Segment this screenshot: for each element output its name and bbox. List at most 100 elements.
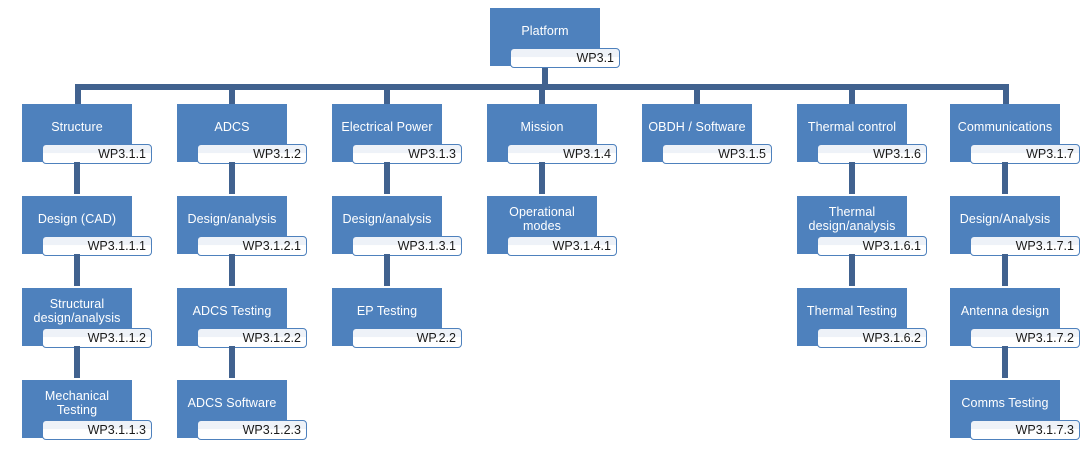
connector-drop-electrical-power [539, 84, 545, 106]
node-code-chip: WP3.1.2.3 [197, 420, 307, 440]
node-title: Antenna design [960, 304, 1050, 318]
node-code-chip: WP3.1.2 [197, 144, 307, 164]
wbs-node-adcs[interactable]: ADCS WP3.1.2 [177, 104, 307, 170]
node-code-chip: WP3.1.4.1 [507, 236, 617, 256]
node-code-chip: WP.2.2 [352, 328, 462, 348]
wbs-node-thermal-testing[interactable]: Thermal Testing WP3.1.6.2 [797, 288, 927, 354]
node-code-chip: WP3.1.6.2 [817, 328, 927, 348]
node-code-chip: WP3.1.7.1 [970, 236, 1080, 256]
node-title: Electrical Power [341, 120, 433, 134]
wbs-node-electrical-power[interactable]: Electrical Power WP3.1.3 [332, 104, 462, 170]
node-code-chip: WP3.1.2.2 [197, 328, 307, 348]
node-code-text: WP3.1.2.2 [242, 331, 301, 345]
node-code-chip: WP3.1.3 [352, 144, 462, 164]
wbs-node-design-cad[interactable]: Design (CAD) WP3.1.1.1 [22, 196, 152, 262]
node-code-text: WP3.1.3 [408, 147, 456, 161]
node-title: Operational modes [509, 205, 575, 233]
node-title: Design/analysis [187, 212, 277, 226]
connector-comms-3 [1002, 346, 1008, 378]
connector-structure-2 [74, 254, 80, 286]
node-title: ADCS Testing [192, 304, 272, 318]
connector-thermal-2 [849, 254, 855, 286]
node-code-text: WP3.1.5 [718, 147, 766, 161]
wbs-node-ep-testing[interactable]: EP Testing WP.2.2 [332, 288, 462, 354]
wbs-node-thermal-control[interactable]: Thermal control WP3.1.6 [797, 104, 927, 170]
node-code-text: WP3.1.1.2 [87, 331, 146, 345]
node-title: ADCS [214, 120, 250, 134]
wbs-node-ep-design-analysis[interactable]: Design/analysis WP3.1.3.1 [332, 196, 462, 262]
wbs-node-platform[interactable]: Platform WP3.1 [490, 8, 620, 74]
node-code-chip: WP3.1.4 [507, 144, 617, 164]
node-title: ADCS Software [187, 396, 277, 410]
node-code-text: WP3.1.2.1 [242, 239, 301, 253]
wbs-node-communications[interactable]: Communications WP3.1.7 [950, 104, 1080, 170]
wbs-node-adcs-software[interactable]: ADCS Software WP3.1.2.3 [177, 380, 307, 446]
connector-adcs-1 [229, 162, 235, 194]
connector-drop-adcs [384, 84, 390, 106]
node-title: Communications [957, 120, 1053, 134]
wbs-node-adcs-design-analysis[interactable]: Design/analysis WP3.1.2.1 [177, 196, 307, 262]
connector-comms-1 [1002, 162, 1008, 194]
node-title: Platform [521, 24, 569, 38]
node-code-chip: WP3.1.6 [817, 144, 927, 164]
node-code-chip: WP3.1.1.3 [42, 420, 152, 440]
wbs-node-structure[interactable]: Structure WP3.1.1 [22, 104, 152, 170]
node-code-chip: WP3.1.1.2 [42, 328, 152, 348]
connector-drop-mission [694, 84, 700, 106]
wbs-node-mechanical-testing[interactable]: Mechanical Testing WP3.1.1.3 [22, 380, 152, 446]
node-body: EP Testing [332, 288, 442, 346]
wbs-node-obdh-software[interactable]: OBDH / Software WP3.1.5 [642, 104, 772, 170]
node-code-text: WP3.1.7.2 [1015, 331, 1074, 345]
node-code-chip: WP3.1.7.2 [970, 328, 1080, 348]
node-title: Mission [520, 120, 564, 134]
node-title: Thermal design/analysis [808, 205, 896, 233]
node-title: Design/Analysis [959, 212, 1051, 226]
connector-ep-1 [384, 162, 390, 194]
wbs-node-comms-design-analysis[interactable]: Design/Analysis WP3.1.7.1 [950, 196, 1080, 262]
node-title: Mechanical Testing [44, 389, 110, 417]
node-code-text: WP3.1.1.1 [87, 239, 146, 253]
node-code-chip: WP3.1.2.1 [197, 236, 307, 256]
node-code-text: WP3.1.6.2 [862, 331, 921, 345]
node-title: Thermal Testing [806, 304, 898, 318]
node-code-chip: WP3.1 [510, 48, 620, 68]
node-title: Design (CAD) [37, 212, 117, 226]
node-code-text: WP3.1 [576, 51, 614, 65]
wbs-node-mission[interactable]: Mission WP3.1.4 [487, 104, 617, 170]
node-title: Comms Testing [961, 396, 1049, 410]
node-code-chip: WP3.1.5 [662, 144, 772, 164]
node-code-text: WP.2.2 [416, 331, 456, 345]
node-code-chip: WP3.1.7.3 [970, 420, 1080, 440]
connector-ep-2 [384, 254, 390, 286]
node-code-text: WP3.1.4 [563, 147, 611, 161]
wbs-node-comms-testing[interactable]: Comms Testing WP3.1.7.3 [950, 380, 1080, 446]
connector-comms-2 [1002, 254, 1008, 286]
wbs-node-antenna-design[interactable]: Antenna design WP3.1.7.2 [950, 288, 1080, 354]
node-code-text: WP3.1.1.3 [87, 423, 146, 437]
wbs-node-adcs-testing[interactable]: ADCS Testing WP3.1.2.2 [177, 288, 307, 354]
connector-structure-3 [74, 346, 80, 378]
wbs-node-thermal-design-analysis[interactable]: Thermal design/analysis WP3.1.6.1 [797, 196, 927, 262]
node-code-text: WP3.1.7.1 [1015, 239, 1074, 253]
connector-structure-1 [74, 162, 80, 194]
node-code-text: WP3.1.6 [873, 147, 921, 161]
node-code-chip: WP3.1.6.1 [817, 236, 927, 256]
connector-thermal-1 [849, 162, 855, 194]
connector-mission-1 [539, 162, 545, 194]
wbs-node-structural-design-analysis[interactable]: Structural design/analysis WP3.1.1.2 [22, 288, 152, 354]
node-title: EP Testing [356, 304, 418, 318]
node-code-text: WP3.1.7.3 [1015, 423, 1074, 437]
connector-drop-structure [229, 84, 235, 106]
node-code-text: WP3.1.2 [253, 147, 301, 161]
node-code-chip: WP3.1.1.1 [42, 236, 152, 256]
connector-root-stem [542, 68, 548, 90]
node-code-chip: WP3.1.1 [42, 144, 152, 164]
node-title: OBDH / Software [648, 120, 746, 134]
wbs-node-operational-modes[interactable]: Operational modes WP3.1.4.1 [487, 196, 617, 262]
node-code-text: WP3.1.7 [1026, 147, 1074, 161]
node-code-text: WP3.1.1 [98, 147, 146, 161]
node-title: Design/analysis [342, 212, 432, 226]
node-title: Structure [51, 120, 103, 134]
connector-adcs-3 [229, 346, 235, 378]
